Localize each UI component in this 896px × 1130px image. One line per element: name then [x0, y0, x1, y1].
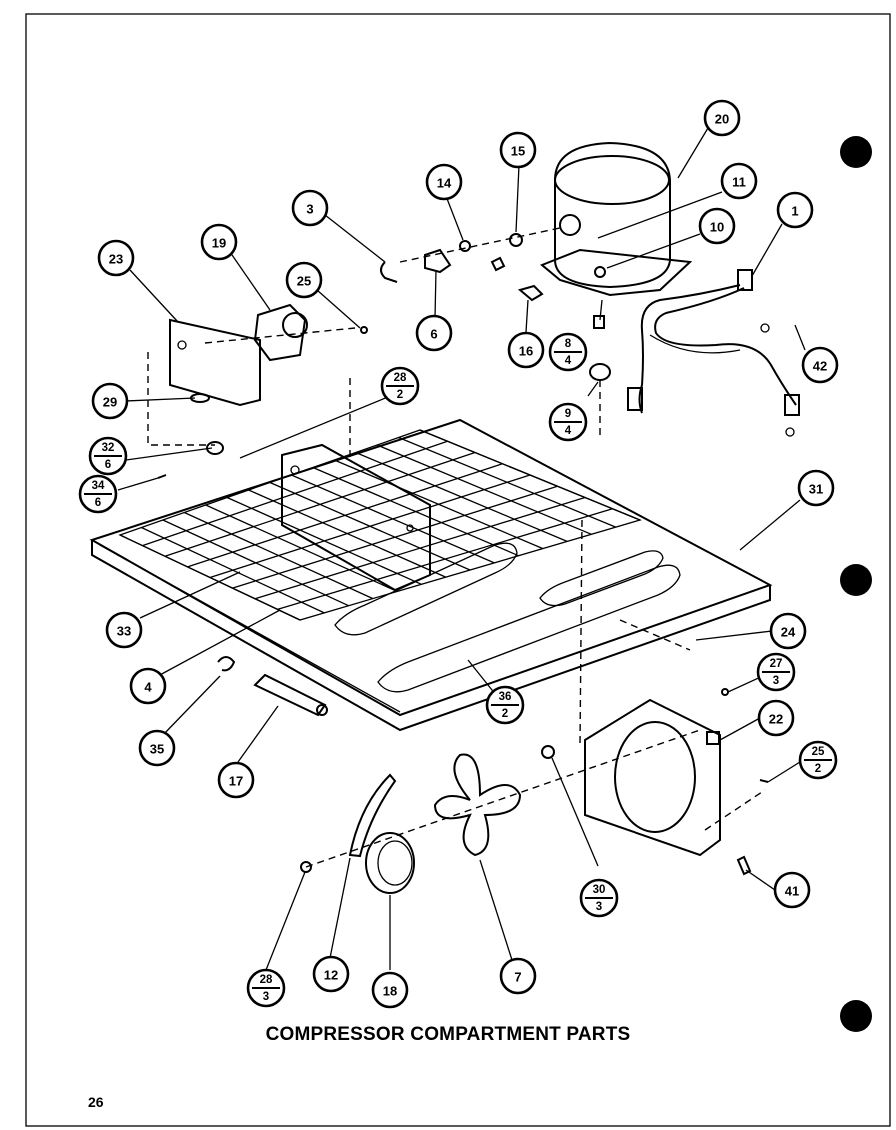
- callout-label: 22: [769, 712, 783, 727]
- callout-19: 19: [200, 223, 238, 261]
- callout-10: 10: [698, 207, 736, 245]
- callout-6: 6: [415, 314, 453, 352]
- callout-14: 14: [425, 163, 463, 201]
- fraction-top: 25: [812, 746, 825, 758]
- callout-label: 16: [519, 344, 533, 359]
- fraction-bottom: 3: [596, 901, 602, 913]
- callout-label: 33: [117, 624, 131, 639]
- diagram-title: COMPRESSOR COMPARTMENT PARTS: [265, 1024, 631, 1045]
- callout-17: 17: [217, 761, 255, 799]
- callout-label: 35: [150, 742, 164, 757]
- fraction-callout-8-4: 84: [548, 332, 588, 372]
- divider-panel: [281, 443, 431, 592]
- fraction-top: 28: [260, 974, 273, 986]
- fan-motor-assembly: [300, 688, 769, 894]
- callout-7: 7: [499, 957, 537, 995]
- fraction-bottom: 3: [263, 991, 269, 1003]
- fraction-callout-27-3: 273: [756, 652, 796, 692]
- page-border: [25, 13, 891, 1127]
- compressor: [540, 141, 693, 297]
- binder-hole-middle: [840, 564, 872, 596]
- fraction-bottom: 2: [815, 763, 821, 775]
- fraction-callout-32-6: 326: [88, 436, 128, 476]
- callout-label: 42: [813, 359, 827, 374]
- callout-label: 7: [514, 970, 521, 985]
- callout-label: 1: [791, 204, 798, 219]
- callout-29: 29: [91, 382, 129, 420]
- fan-shroud: [584, 698, 721, 857]
- wire-harness: [627, 269, 800, 437]
- fraction-top: 34: [92, 480, 105, 492]
- callout-16: 16: [507, 331, 545, 369]
- callout-18: 18: [371, 971, 409, 1009]
- page-number: 26: [88, 1094, 104, 1110]
- fraction-bottom: 4: [565, 425, 572, 437]
- callout-label: 14: [437, 176, 452, 191]
- callout-label: 18: [383, 984, 397, 999]
- fraction-top: 8: [565, 338, 572, 350]
- fraction-bottom: 6: [105, 459, 111, 471]
- fraction-callout-36-2: 362: [485, 685, 525, 725]
- callout-15: 15: [499, 131, 537, 169]
- callout-1: 1: [776, 191, 814, 229]
- callout-label: 41: [785, 884, 799, 899]
- fraction-bottom: 3: [773, 675, 779, 687]
- callout-label: 12: [324, 968, 338, 983]
- callout-label: 3: [306, 202, 313, 217]
- callout-22: 22: [757, 699, 795, 737]
- callout-11: 11: [720, 162, 758, 200]
- binder-hole-top: [840, 136, 872, 168]
- callout-4: 4: [129, 667, 167, 705]
- callout-31: 31: [797, 469, 835, 507]
- leader-lines: [117, 127, 806, 971]
- callout-20: 20: [703, 99, 741, 137]
- fraction-bottom: 4: [565, 355, 572, 367]
- fraction-bottom: 6: [95, 497, 101, 509]
- callout-12: 12: [312, 955, 350, 993]
- callout-label: 19: [212, 236, 226, 251]
- callout-label: 20: [715, 112, 729, 127]
- condenser-coil: [118, 429, 642, 621]
- callout-label: 31: [809, 482, 823, 497]
- callout-label: 17: [229, 774, 243, 789]
- callout-3: 3: [291, 189, 329, 227]
- callout-35: 35: [138, 729, 176, 767]
- relay-parts: [380, 227, 561, 283]
- fraction-top: 36: [499, 691, 512, 703]
- callout-label: 10: [710, 220, 724, 235]
- fraction-callout-34-6: 346: [78, 474, 118, 514]
- callout-25: 25: [285, 261, 323, 299]
- fraction-bottom: 2: [397, 389, 403, 401]
- callout-label: 23: [109, 252, 123, 267]
- callout-label: 29: [103, 395, 117, 410]
- callout-label: 15: [511, 144, 525, 159]
- callout-label: 6: [430, 327, 437, 342]
- callout-label: 11: [732, 175, 746, 190]
- fraction-top: 32: [102, 442, 115, 454]
- fraction-callout-9-4: 94: [548, 402, 588, 442]
- fraction-callout-28-2: 282: [380, 366, 420, 406]
- fraction-callout-30-3: 303: [579, 878, 619, 918]
- fraction-callout-28-3: 283: [246, 968, 286, 1008]
- fraction-top: 30: [593, 884, 606, 896]
- callout-label: 25: [297, 274, 311, 289]
- callout-label: 24: [781, 625, 796, 640]
- fraction-callout-25-2: 252: [798, 740, 838, 780]
- callout-24: 24: [769, 612, 807, 650]
- callout-42: 42: [801, 346, 839, 384]
- fraction-top: 27: [770, 658, 783, 670]
- fraction-top: 28: [394, 372, 407, 384]
- callout-41: 41: [773, 871, 811, 909]
- fraction-bottom: 2: [502, 708, 508, 720]
- callout-label: 4: [144, 680, 152, 695]
- fraction-top: 9: [565, 408, 571, 420]
- binder-hole-bottom: [840, 1000, 872, 1032]
- base-pan: [89, 418, 773, 732]
- callout-33: 33: [105, 611, 143, 649]
- drain-tube: [217, 656, 328, 717]
- callout-23: 23: [97, 239, 135, 277]
